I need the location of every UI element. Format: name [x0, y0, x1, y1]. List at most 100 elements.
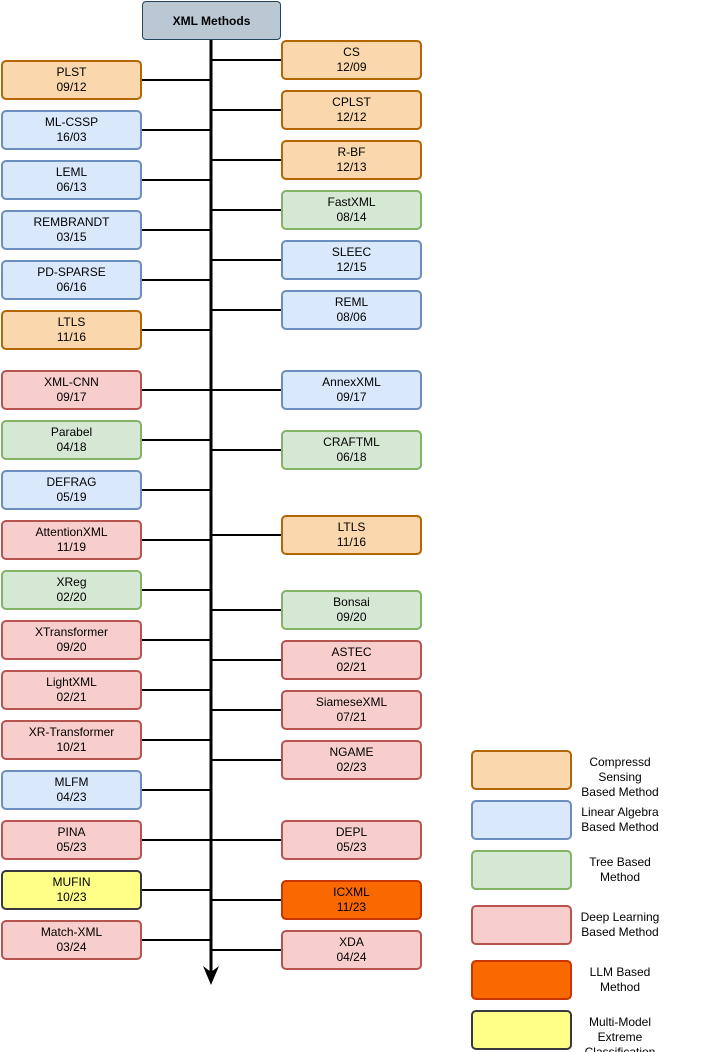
legend-swatch	[471, 960, 572, 1000]
method-date: 12/13	[336, 160, 367, 174]
method-name: Match-XML	[40, 925, 103, 939]
method-name: AnnexXML	[322, 375, 381, 389]
method-date: 10/21	[56, 740, 87, 754]
method-name: NGAME	[329, 745, 374, 759]
method-name: R-BF	[337, 145, 366, 159]
method-name: AttentionXML	[35, 525, 108, 539]
method-name: PINA	[57, 825, 86, 839]
method-date: 11/16	[56, 330, 87, 344]
method-name: ML-CSSP	[44, 115, 99, 129]
method-date: 12/09	[336, 60, 367, 74]
legend-label-line: Compressd Sensing	[589, 755, 651, 784]
method-date: 12/15	[336, 260, 367, 274]
method-date: 12/12	[336, 110, 367, 124]
method-date: 02/20	[56, 590, 87, 604]
legend-label-line: Deep Learning	[580, 910, 660, 924]
method-date: 03/15	[56, 230, 87, 244]
method-date: 02/23	[336, 760, 367, 774]
method-date: 09/20	[336, 610, 367, 624]
method-date: 07/21	[336, 710, 367, 724]
method-name: ASTEC	[331, 645, 372, 659]
method-name: CPLST	[332, 95, 371, 109]
method-name: MUFIN	[52, 875, 91, 889]
method-name: PLST	[56, 65, 87, 79]
diagram-title: XML Methods	[142, 1, 281, 40]
method-name: XDA	[339, 935, 364, 949]
method-date: 06/13	[56, 180, 87, 194]
method-date: 04/24	[336, 950, 367, 964]
method-date: 05/23	[56, 840, 87, 854]
method-name: Bonsai	[333, 595, 370, 609]
method-name: LTLS	[337, 520, 366, 534]
method-date: 05/19	[56, 490, 87, 504]
method-name: Parabel	[50, 425, 93, 439]
method-name: ICXML	[333, 885, 370, 899]
method-date: 11/16	[336, 535, 367, 549]
method-date: 04/23	[56, 790, 87, 804]
method-name: DEFRAG	[46, 475, 97, 489]
legend-label-line: Linear Algebra	[581, 805, 659, 819]
method-name: LTLS	[57, 315, 86, 329]
legend-swatch	[471, 800, 572, 840]
method-date: 11/19	[56, 540, 87, 554]
method-name: XML-CNN	[44, 375, 99, 389]
method-date: 03/24	[56, 940, 87, 954]
method-date: 09/12	[56, 80, 87, 94]
method-date: 05/23	[336, 840, 367, 854]
method-name: CRAFTML	[323, 435, 380, 449]
method-date: 06/18	[336, 450, 367, 464]
legend-label-line: Based Method	[581, 820, 659, 834]
method-date: 04/18	[56, 440, 87, 454]
method-date: 08/06	[336, 310, 367, 324]
method-name: CS	[343, 45, 360, 59]
method-name: XR-Transformer	[28, 725, 115, 739]
legend-label-line: Tree Based	[589, 855, 651, 869]
method-name: FastXML	[327, 195, 376, 209]
method-date: 02/21	[336, 660, 367, 674]
method-name: XReg	[56, 575, 87, 589]
legend-swatch	[471, 850, 572, 890]
method-date: 09/17	[56, 390, 87, 404]
legend-label-line: Classification	[584, 1045, 656, 1052]
method-name: PD-SPARSE	[37, 265, 106, 279]
method-name: MLFM	[54, 775, 89, 789]
method-name: REMBRANDT	[33, 215, 110, 229]
legend-label-line: LLM Based	[589, 965, 651, 979]
method-name: XTransformer	[35, 625, 108, 639]
legend-label-line: Based Method	[581, 785, 659, 799]
method-name: LEML	[55, 165, 88, 179]
method-date: 02/21	[56, 690, 87, 704]
